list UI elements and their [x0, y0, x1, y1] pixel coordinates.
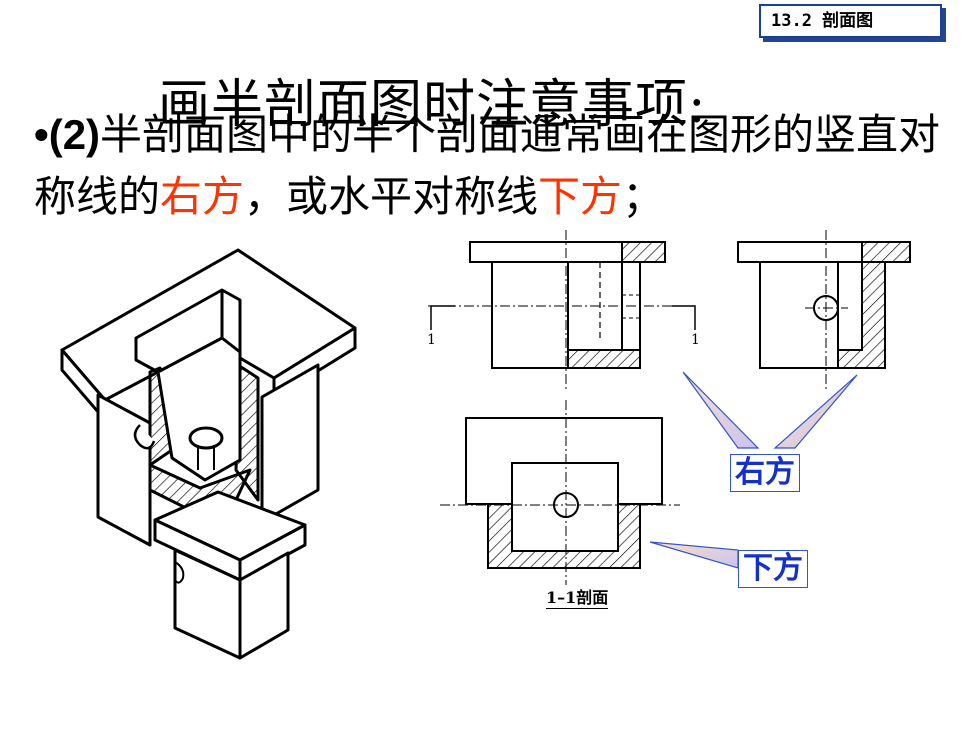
bullet-lead: •(2)	[34, 111, 101, 158]
section-label: 1–1剖面	[546, 588, 609, 609]
cut-mark-left: 1	[427, 332, 436, 348]
cut-mark-right: 1	[691, 332, 700, 348]
bullet-part-2: ，或水平对称线	[244, 172, 539, 221]
slide-title: 画半剖面图时注意事项:	[158, 75, 707, 135]
front-view	[428, 230, 696, 390]
callout-pointer-right-2	[773, 374, 858, 449]
section-view	[440, 400, 680, 585]
highlight-below: 下方	[538, 172, 623, 221]
isometric-cutaway	[60, 248, 357, 660]
callout-pointer-below	[649, 541, 739, 569]
callout-below: 下方	[738, 550, 808, 588]
bullet-end: ；	[622, 172, 665, 221]
callout-pointer-right	[682, 371, 760, 449]
highlight-right: 右方	[160, 172, 245, 221]
callout-right: 右方	[730, 454, 800, 492]
section-tag: 13.2 剖面图	[759, 4, 942, 38]
side-view	[737, 230, 911, 390]
bullet-part-1: 半剖面图中的半个剖面通常画在图形的竖直对称线的	[34, 110, 941, 221]
bullet-text: •(2)半剖面图中的半个剖面通常画在图形的竖直对称线的右方，或水平对称线下方；	[34, 104, 954, 228]
